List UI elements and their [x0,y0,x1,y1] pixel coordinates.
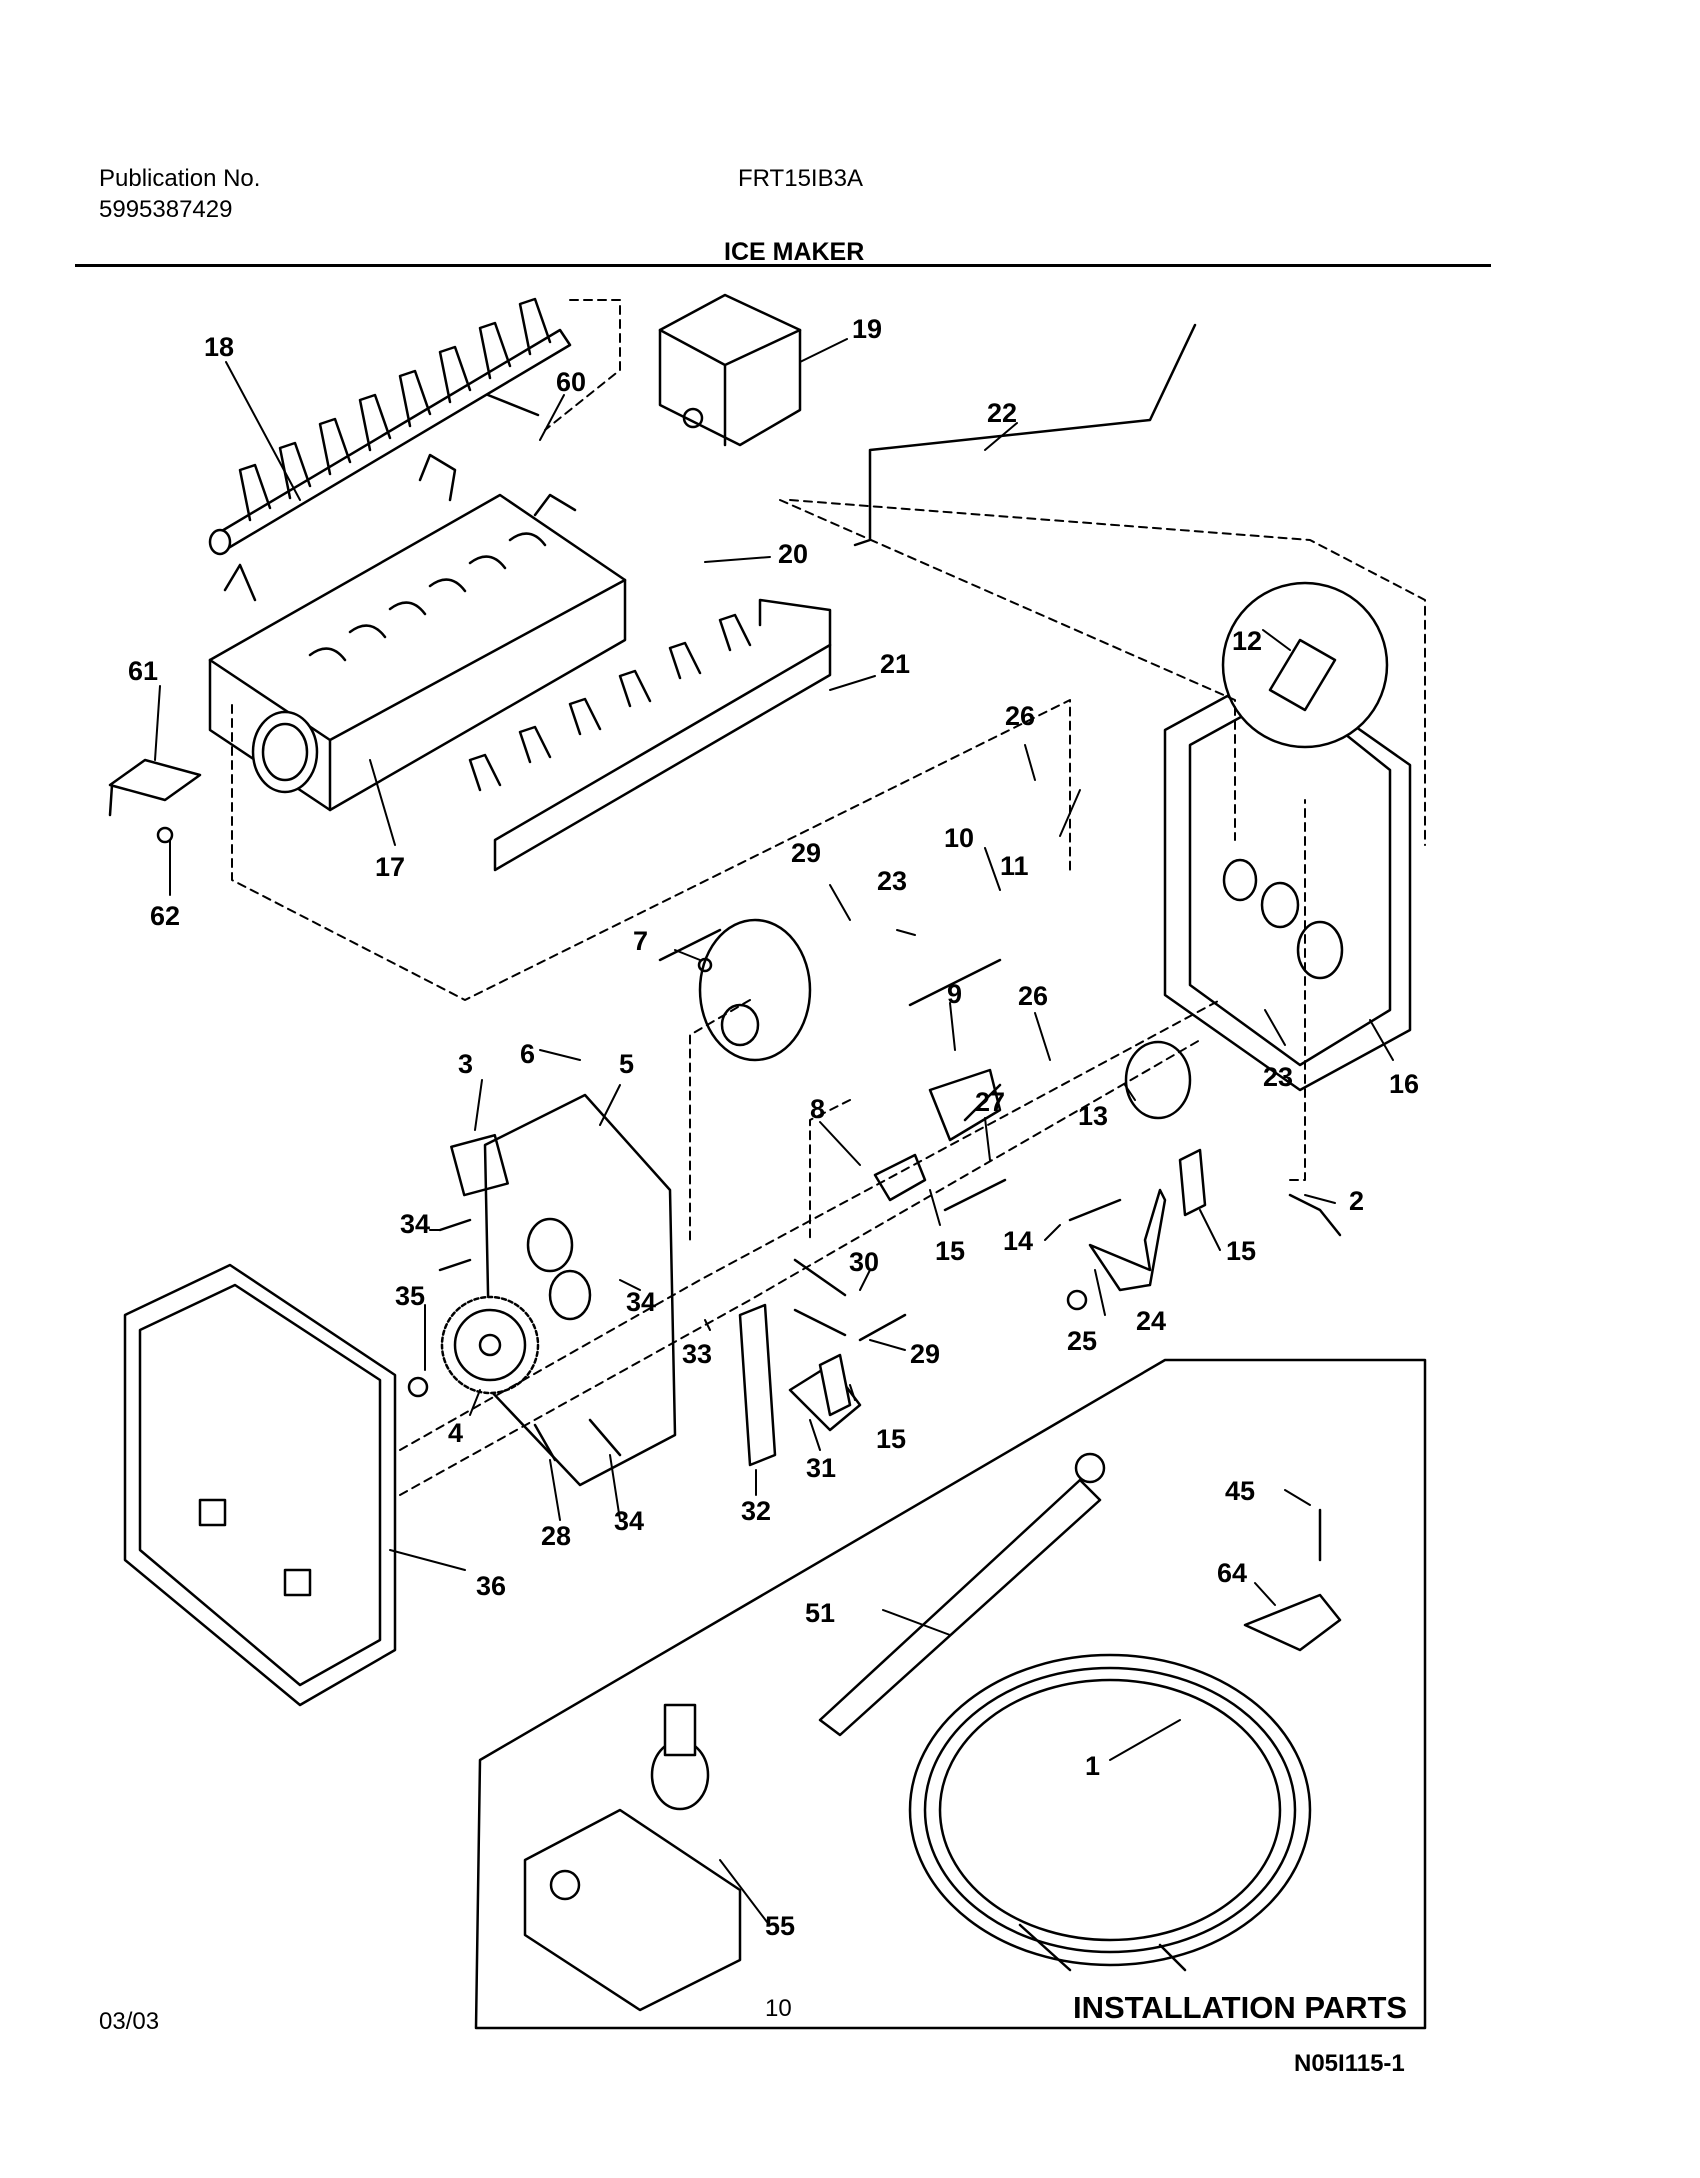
callout-36: 36 [476,1571,506,1601]
callout-25: 25 [1067,1326,1097,1356]
ejector-part-18 [208,297,572,556]
connector-part-12 [1268,638,1337,712]
screw-part-25 [1066,1289,1088,1311]
shield-part-31 [788,1363,862,1432]
water-line-part-1 [908,1653,1312,1972]
washer-part-35 [407,1376,429,1398]
callout-22: 22 [987,398,1017,428]
callout-51: 51 [805,1598,835,1628]
callout-7: 7 [633,926,648,956]
callout-9: 9 [947,979,962,1009]
wire-part-2 [1288,1193,1342,1237]
footer-diagram-code: N05I115-1 [1294,2050,1405,2077]
ice-mold-part-17 [208,453,627,812]
callout-60: 60 [556,367,586,397]
publication-label: Publication No. [99,165,261,192]
callout-24: 24 [1136,1306,1166,1336]
callout-34c: 34 [614,1506,644,1536]
cover-part-19 [658,293,802,447]
leader-lines [154,338,1394,1923]
callout-26a: 26 [1005,701,1035,731]
water-valve-part-55 [523,1703,742,2012]
callout-8: 8 [810,1094,825,1124]
callout-23b: 23 [1263,1062,1293,1092]
bracket-part-32 [738,1303,777,1467]
screw-part-62 [156,826,174,844]
callout-34a: 34 [400,1209,430,1239]
callout-62: 62 [150,901,180,931]
callout-1: 1 [1085,1751,1100,1781]
callout-19: 19 [852,314,882,344]
model-number: FRT15IB3A [738,165,863,192]
gear-part-4 [440,1295,540,1395]
installation-parts-box [474,1358,1427,2030]
switch-part-15c [818,1353,852,1417]
callout-29a: 29 [791,838,821,868]
callout-5: 5 [619,1049,634,1079]
lever-part-24 [1088,1188,1167,1292]
callout-31: 31 [806,1453,836,1483]
callout-55: 55 [765,1911,795,1941]
callout-3: 3 [458,1049,473,1079]
callout-29b: 29 [910,1339,940,1369]
callout-26b: 26 [1018,981,1048,1011]
callout-4: 4 [448,1418,463,1448]
thermostat-part-9 [928,1068,1002,1142]
footer-date: 03/03 [99,2008,160,2035]
callout-28: 28 [541,1521,571,1551]
switch-part-15b [1178,1148,1207,1217]
tube-part-51 [818,1478,1102,1737]
callout-32: 32 [741,1496,771,1526]
bracket-part-61 [108,758,202,817]
callout-13: 13 [1078,1101,1108,1131]
callouts: 18 60 19 22 20 21 61 17 62 12 26 11 10 2… [128,314,1419,1941]
callout-15c: 15 [876,1424,906,1454]
callout-15a: 15 [935,1236,965,1266]
assembly-dashed-lines [231,299,1426,1496]
clamp-part-64 [1243,1593,1342,1652]
callout-2: 2 [1349,1186,1364,1216]
feeler-arm-part-22 [853,323,1197,547]
switch-part-15a [873,1153,927,1202]
callout-45: 45 [1225,1476,1255,1506]
installation-parts-label: INSTALLATION PARTS [1073,1990,1408,2025]
header-rule [75,264,1491,267]
callout-15b: 15 [1226,1236,1256,1266]
callout-33: 33 [682,1339,712,1369]
wiring-detail-circle [1221,581,1389,749]
callout-16: 16 [1389,1069,1419,1099]
callout-12: 12 [1232,626,1262,656]
motor-part-7 [697,918,812,1062]
callout-10: 10 [944,823,974,853]
publication-number: 5995387429 [99,196,233,223]
callout-35: 35 [395,1281,425,1311]
callout-30: 30 [849,1247,879,1277]
callout-27: 27 [975,1087,1005,1117]
callout-61: 61 [128,656,158,686]
label-part-3 [450,1133,509,1197]
screws [438,393,1122,1462]
footer-page-number: 10 [765,1995,792,2022]
callout-11: 11 [1000,851,1029,881]
timing-cam-part-13 [1124,1040,1192,1120]
cover-part-36 [123,1263,397,1707]
callout-6: 6 [520,1039,535,1069]
callout-23a: 23 [877,866,907,896]
section-title: ICE MAKER [724,238,865,266]
callout-21: 21 [880,649,910,679]
callout-20: 20 [778,539,808,569]
callout-17: 17 [375,852,405,882]
callout-14: 14 [1003,1226,1033,1256]
callout-18: 18 [204,332,234,362]
rake-part-21 [468,598,832,872]
callout-64: 64 [1217,1558,1247,1588]
callout-34b: 34 [626,1287,656,1317]
